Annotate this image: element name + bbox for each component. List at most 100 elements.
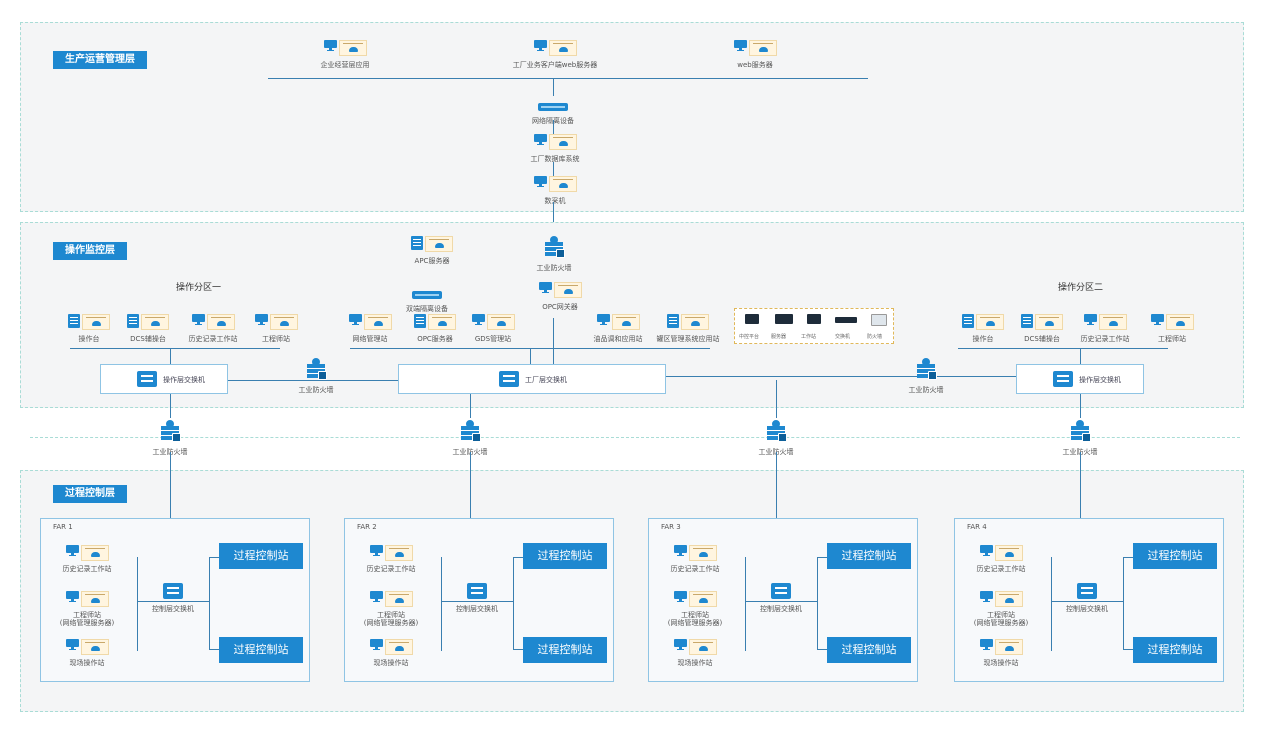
- computer-icon: [369, 591, 383, 602]
- computer-icon: [538, 282, 552, 293]
- node-label: 现场操作站: [677, 659, 713, 667]
- process-control-station[interactable]: 过程控制站: [523, 543, 607, 569]
- connector-line: [1080, 348, 1081, 364]
- connector-line: [441, 557, 442, 651]
- connector-line: [191, 601, 209, 602]
- firewall-right-node[interactable]: 工业防火墙: [902, 356, 950, 395]
- factory-web-server-node[interactable]: 工厂业务客户端web服务器: [505, 40, 605, 70]
- software-card-icon: [486, 314, 515, 330]
- connector-line: [1080, 452, 1081, 580]
- software-card-icon: [688, 545, 717, 561]
- node-label: 工业防火墙: [536, 264, 572, 272]
- opc-server-node[interactable]: OPC服务器: [404, 314, 466, 344]
- computer-icon: [65, 639, 79, 650]
- connector-line: [513, 557, 523, 558]
- node-label: 网络管理站: [352, 335, 388, 343]
- zone2-console-node[interactable]: 操作台: [952, 314, 1014, 344]
- zone2-history-node[interactable]: 历史记录工作站: [1070, 314, 1140, 344]
- connector-line: [228, 380, 398, 381]
- tank-mgmt-node[interactable]: 罐区管理系统应用站: [648, 314, 728, 344]
- zone2-engineer-node[interactable]: 工程师站: [1140, 314, 1204, 344]
- far-workstation-node[interactable]: 历史记录工作站: [961, 545, 1041, 573]
- server-icon: [411, 236, 423, 250]
- enterprise-app-node[interactable]: 企业经营层应用: [310, 40, 380, 70]
- zone2-dcs-aux-node[interactable]: DCS辅操台: [1012, 314, 1072, 344]
- far-workstation-node[interactable]: 现场操作站: [351, 639, 431, 667]
- connector-line: [817, 557, 827, 558]
- firewall-icon: [543, 234, 565, 258]
- apc-server-node[interactable]: APC服务器: [400, 236, 464, 266]
- zone1-engineer-node[interactable]: 工程师站: [246, 314, 306, 344]
- factory-db-node[interactable]: 工厂数据库系统: [520, 134, 590, 164]
- zone1-dcs-aux-node[interactable]: DCS辅操台: [118, 314, 178, 344]
- control-switch-node[interactable]: 控制层交换机: [445, 583, 509, 614]
- far-workstation-node[interactable]: 工程师站 (网络管理服务器): [351, 591, 431, 627]
- top-firewall-node[interactable]: 工业防火墙: [530, 234, 578, 273]
- data-collector-node[interactable]: 数采机: [530, 176, 580, 206]
- node-label: 工业防火墙: [298, 386, 334, 394]
- connector-line: [776, 380, 777, 418]
- node-label: web服务器: [737, 61, 773, 69]
- far-workstation-node[interactable]: 现场操作站: [655, 639, 735, 667]
- node-label: 操作台: [78, 335, 100, 343]
- web-server-node[interactable]: web服务器: [725, 40, 785, 70]
- process-control-station[interactable]: 过程控制站: [523, 637, 607, 663]
- far-workstation-node[interactable]: 历史记录工作站: [655, 545, 735, 573]
- separator-line: [30, 437, 1240, 438]
- factory-switch-center[interactable]: 工厂层交换机: [398, 364, 666, 394]
- dual-gap-device-node[interactable]: 双端隔离设备: [395, 284, 459, 314]
- far-workstation-node[interactable]: 工程师站 (网络管理服务器): [655, 591, 735, 627]
- process-control-station[interactable]: 过程控制站: [219, 543, 303, 569]
- opc-gateway-node[interactable]: OPC网关器: [528, 282, 592, 312]
- far-workstation-node[interactable]: 历史记录工作站: [47, 545, 127, 573]
- software-card-icon: [748, 40, 777, 56]
- management-layer: [20, 22, 1244, 212]
- connector-line: [553, 120, 554, 134]
- zone1-history-node[interactable]: 历史记录工作站: [178, 314, 248, 344]
- device-icon: [775, 314, 793, 324]
- process-control-station[interactable]: 过程控制站: [1133, 543, 1217, 569]
- node-label: 控制层交换机: [760, 605, 802, 613]
- control-switch-node[interactable]: 控制层交换机: [749, 583, 813, 614]
- connector-line: [1123, 557, 1133, 558]
- control-switch-node[interactable]: 控制层交换机: [1055, 583, 1119, 614]
- far-workstation-node[interactable]: 工程师站 (网络管理服务器): [47, 591, 127, 627]
- isolation-device-icon: [538, 103, 568, 111]
- connector-line: [553, 318, 554, 364]
- far-workstation-node[interactable]: 现场操作站: [961, 639, 1041, 667]
- operation-switch-right[interactable]: 操作层交换机: [1016, 364, 1144, 394]
- control-switch-node[interactable]: 控制层交换机: [141, 583, 205, 614]
- oil-blend-node[interactable]: 油品调和应用站: [580, 314, 656, 344]
- net-mgmt-node[interactable]: 网络管理站: [340, 314, 400, 344]
- connector-line: [1080, 394, 1081, 418]
- process-control-station[interactable]: 过程控制站: [1133, 637, 1217, 663]
- operation-switch-left[interactable]: 操作层交换机: [100, 364, 228, 394]
- computer-icon: [471, 314, 485, 325]
- firewall-left-node[interactable]: 工业防火墙: [292, 356, 340, 395]
- node-label: 历史记录工作站: [976, 565, 1026, 573]
- gds-mgmt-node[interactable]: GDS管理站: [462, 314, 524, 344]
- far-workstation-node[interactable]: 历史记录工作站: [351, 545, 431, 573]
- switch-icon: [1077, 583, 1097, 599]
- connector-line: [530, 348, 531, 364]
- server-icon: [68, 314, 80, 328]
- process-control-station[interactable]: 过程控制站: [219, 637, 303, 663]
- device-icon: [871, 314, 887, 326]
- node-label: 工程师站 (网络管理服务器): [59, 611, 115, 627]
- software-card-icon: [976, 314, 1004, 330]
- process-control-station[interactable]: 过程控制站: [827, 637, 911, 663]
- node-label: 历史记录工作站: [366, 565, 416, 573]
- firewall-icon: [459, 418, 481, 442]
- software-card-icon: [548, 134, 577, 150]
- zone1-console-node[interactable]: 操作台: [58, 314, 120, 344]
- far-workstation-node[interactable]: 工程师站 (网络管理服务器): [961, 591, 1041, 627]
- far-workstation-node[interactable]: 现场操作站: [47, 639, 127, 667]
- process-control-station[interactable]: 过程控制站: [827, 543, 911, 569]
- device-label: 服务器: [771, 334, 787, 340]
- software-card-icon: [1035, 314, 1063, 330]
- connector-line: [170, 348, 171, 364]
- node-label: OPC服务器: [417, 335, 453, 343]
- software-card-icon: [384, 591, 413, 607]
- connector-line: [553, 78, 554, 96]
